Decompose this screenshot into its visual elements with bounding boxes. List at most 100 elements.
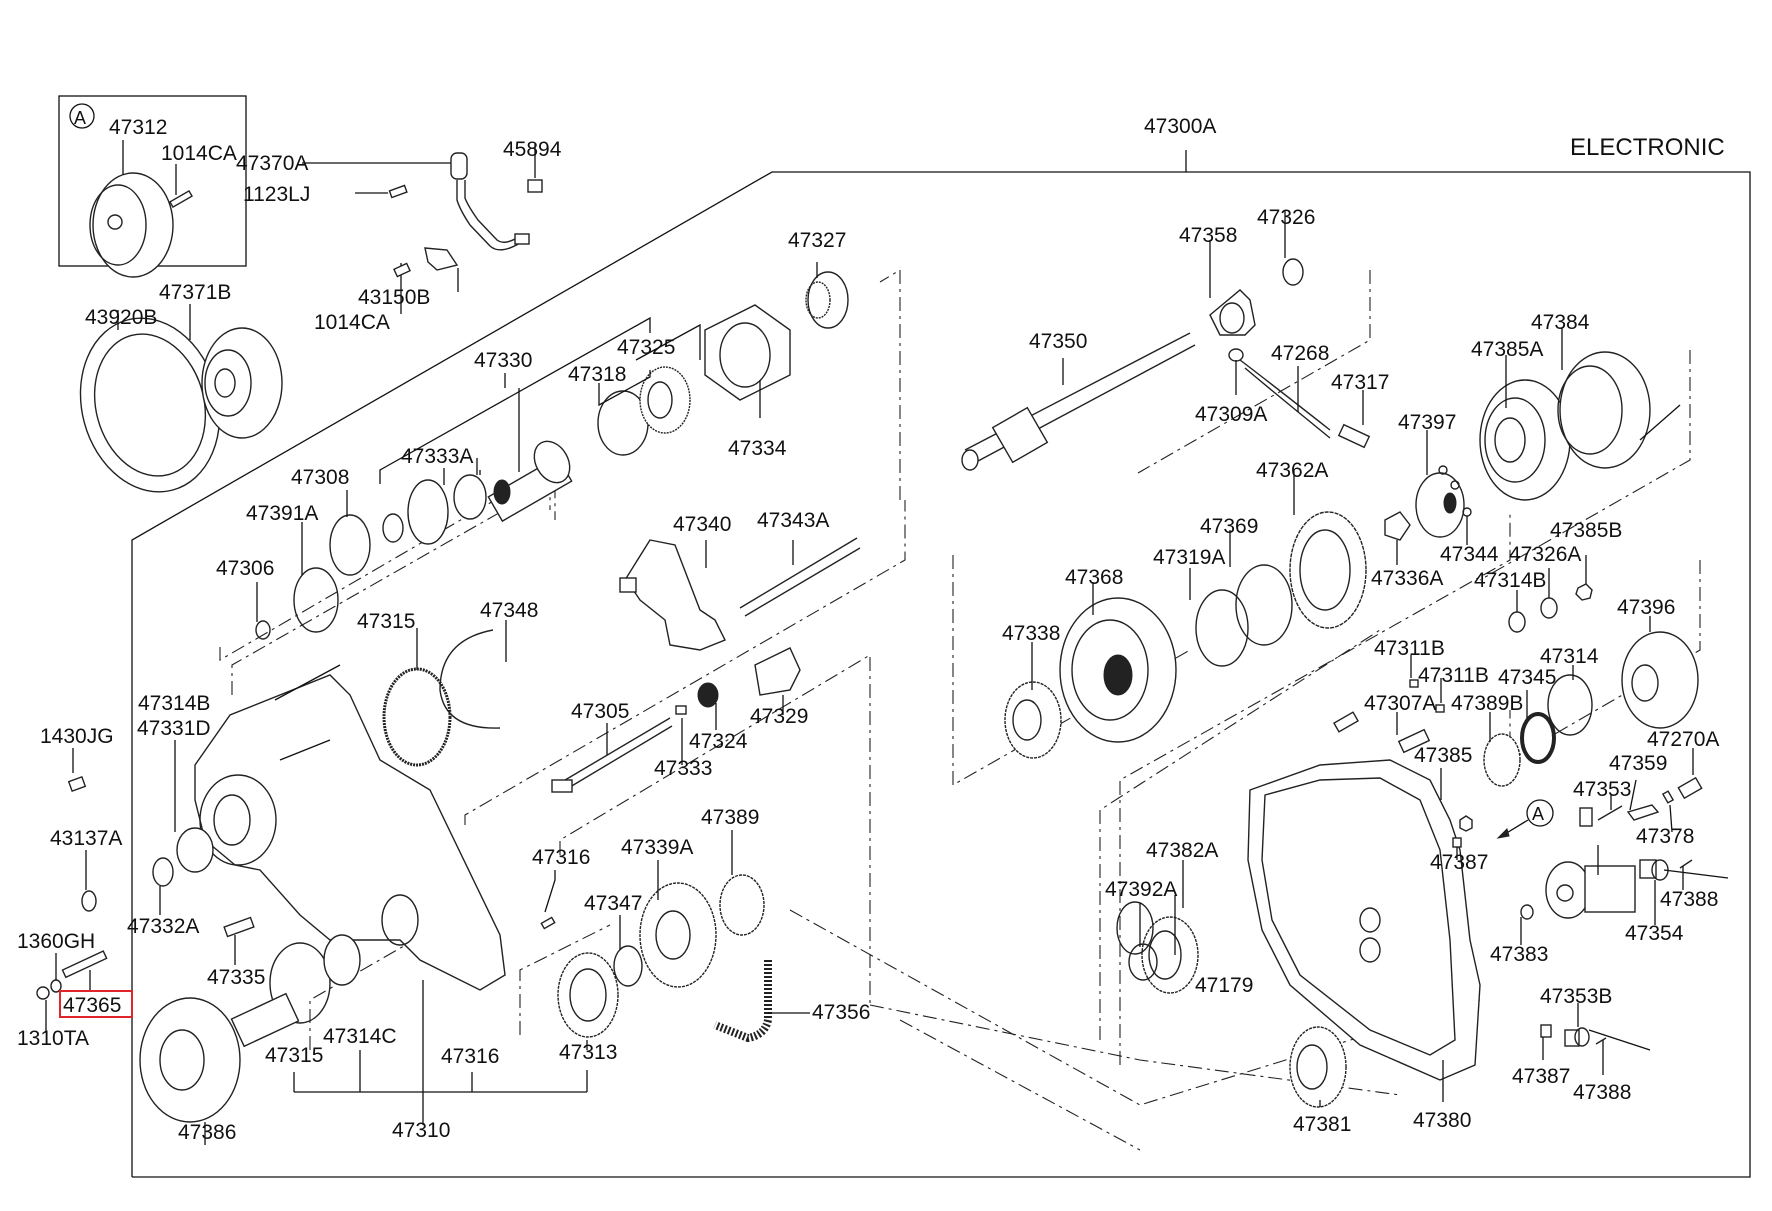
part-label[interactable]: 47381: [1293, 1113, 1351, 1136]
part-label[interactable]: 43137A: [50, 827, 122, 850]
part-label[interactable]: 47348: [480, 599, 538, 622]
part-label[interactable]: 47343A: [757, 509, 829, 532]
part-label[interactable]: 47317: [1331, 371, 1389, 394]
part-label[interactable]: 47362A: [1256, 459, 1328, 482]
part-label[interactable]: 47311B: [1374, 637, 1445, 660]
part-label[interactable]: 47383: [1490, 943, 1548, 966]
part-label[interactable]: 47314B: [1474, 569, 1546, 592]
front-housing-47310: [194, 664, 506, 991]
part-label[interactable]: 47354: [1625, 922, 1684, 945]
part-label[interactable]: 1014CA: [314, 311, 390, 334]
part-label[interactable]: 47396: [1617, 596, 1675, 619]
part-label[interactable]: 47345: [1498, 666, 1556, 689]
seal-47332A: [152, 857, 174, 887]
part-label[interactable]: 47319A: [1153, 546, 1225, 569]
part-label[interactable]: 47314: [1540, 645, 1599, 668]
part-label[interactable]: 47338: [1002, 622, 1060, 645]
part-label[interactable]: 47369: [1200, 515, 1258, 538]
part-label[interactable]: 47313: [559, 1041, 617, 1064]
seal-47314C: [323, 934, 361, 986]
part-label[interactable]: 47314C: [323, 1025, 397, 1048]
part-label[interactable]: 47334: [728, 437, 787, 460]
part-label[interactable]: 47335: [207, 966, 265, 989]
part-label[interactable]: 47331D: [137, 717, 211, 740]
part-label[interactable]: 47306: [216, 557, 274, 580]
part-label[interactable]: 47326: [1257, 206, 1315, 229]
bolt-47353: [1597, 805, 1623, 821]
part-label[interactable]: 47371B: [159, 281, 231, 304]
part-label[interactable]: 47329: [750, 705, 808, 728]
part-label[interactable]: 47340: [673, 513, 731, 536]
part-label[interactable]: 47385A: [1471, 338, 1543, 361]
part-label[interactable]: 47368: [1065, 566, 1123, 589]
part-label[interactable]: 47311B: [1418, 664, 1489, 687]
part-label[interactable]: 45894: [503, 138, 562, 161]
part-label[interactable]: 47387: [1430, 851, 1488, 874]
connector-47270A: [1677, 776, 1703, 800]
part-label[interactable]: 47336A: [1371, 567, 1443, 590]
part-label[interactable]: 1310TA: [17, 1027, 89, 1050]
part-label[interactable]: 47339A: [621, 836, 693, 859]
part-label[interactable]: 47330: [474, 349, 532, 372]
part-label[interactable]: 47315: [265, 1044, 323, 1067]
part-label[interactable]: 47307A: [1364, 692, 1436, 715]
part-label[interactable]: 47308: [291, 466, 349, 489]
part-label[interactable]: 47389: [701, 806, 759, 829]
part-label[interactable]: 43150B: [358, 286, 430, 309]
part-label[interactable]: 47347: [584, 892, 642, 915]
part-label[interactable]: 47305: [571, 700, 629, 723]
part-label[interactable]: 47270A: [1647, 728, 1719, 751]
part-label[interactable]: 47392A: [1105, 878, 1177, 901]
part-label[interactable]: 47326A: [1509, 543, 1581, 566]
part-label[interactable]: 47388: [1660, 888, 1718, 911]
part-label[interactable]: 47318: [568, 363, 626, 386]
part-label[interactable]: 47391A: [246, 502, 318, 525]
part-label[interactable]: 47332A: [127, 915, 199, 938]
part-label[interactable]: 47268: [1271, 342, 1329, 365]
part-label[interactable]: 47309A: [1195, 403, 1267, 426]
part-label[interactable]: 47327: [788, 229, 846, 252]
part-label[interactable]: 47353B: [1540, 985, 1612, 1008]
part-label[interactable]: 1430JG: [40, 725, 114, 748]
pin-47333: [675, 705, 687, 715]
part-label[interactable]: 47333: [654, 757, 712, 780]
hose-47268: [1239, 359, 1331, 431]
part-label[interactable]: 47389B: [1451, 692, 1523, 715]
highlighted-part-label[interactable]: 47365: [63, 994, 121, 1017]
part-label[interactable]: 47385: [1414, 744, 1472, 767]
part-label[interactable]: 47388: [1573, 1081, 1631, 1104]
part-label[interactable]: 47179: [1195, 974, 1253, 997]
part-label[interactable]: 47378: [1636, 825, 1694, 848]
part-label[interactable]: 47310: [392, 1119, 450, 1142]
bearing-47313: [557, 952, 619, 1038]
part-label[interactable]: 47333A: [401, 445, 473, 468]
part-label[interactable]: 47356: [812, 1001, 870, 1024]
part-label[interactable]: 47316: [532, 846, 590, 869]
part-label[interactable]: 1123LJ: [243, 183, 310, 206]
part-label[interactable]: 47312: [109, 116, 167, 139]
part-label[interactable]: 47386: [178, 1121, 236, 1144]
part-label[interactable]: 47344: [1440, 543, 1499, 566]
part-label[interactable]: 47325: [617, 336, 675, 359]
part-label[interactable]: 47384: [1531, 311, 1590, 334]
part-label[interactable]: 47316: [441, 1045, 499, 1068]
snap-ring-47391A: [293, 567, 339, 633]
part-label[interactable]: 47397: [1398, 411, 1456, 434]
part-label[interactable]: 47385B: [1550, 519, 1622, 542]
part-label[interactable]: 1014CA: [161, 142, 237, 165]
part-label[interactable]: 47315: [357, 610, 415, 633]
part-label[interactable]: 47370A: [236, 152, 308, 175]
part-label[interactable]: 1360GH: [17, 930, 95, 953]
part-label[interactable]: 47380: [1413, 1109, 1471, 1132]
part-label[interactable]: 47382A: [1146, 839, 1218, 862]
part-label[interactable]: 47324: [689, 730, 748, 753]
part-label[interactable]: 47314B: [138, 692, 210, 715]
part-label[interactable]: 47359: [1609, 752, 1667, 775]
part-label[interactable]: 43920B: [85, 306, 157, 329]
part-label[interactable]: 47353: [1573, 778, 1631, 801]
part-label[interactable]: 47350: [1029, 330, 1087, 353]
part-label[interactable]: 47358: [1179, 224, 1237, 247]
assembly-label[interactable]: 47300A: [1144, 115, 1216, 138]
part-label[interactable]: 47387: [1512, 1065, 1570, 1088]
gear-47389B: [1483, 733, 1521, 787]
